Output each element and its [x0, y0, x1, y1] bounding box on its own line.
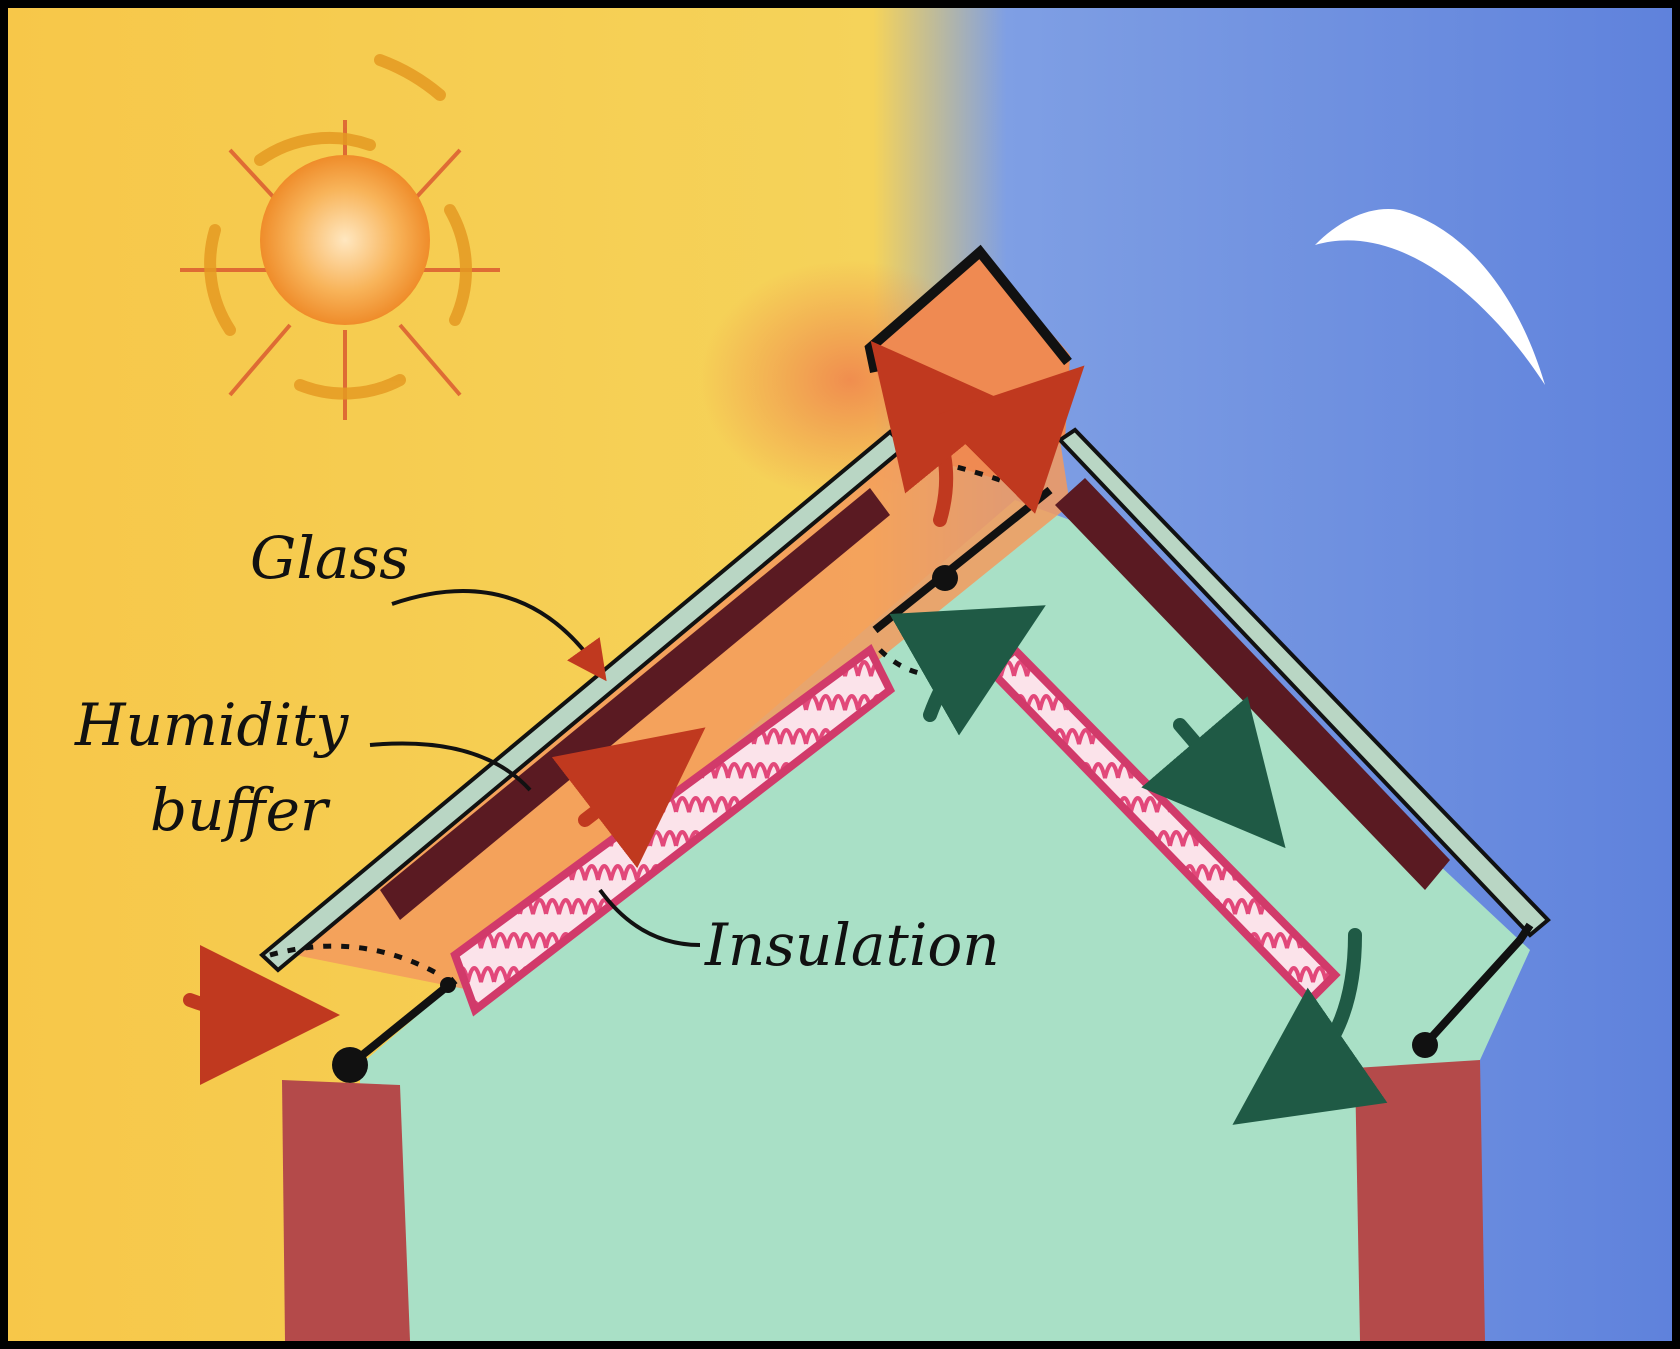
brick-wall-left [282, 1080, 410, 1341]
brick-wall-right [1355, 1060, 1485, 1341]
label-humidity-line2: buffer [150, 776, 331, 844]
label-insulation: Insulation [704, 911, 1000, 979]
label-glass: Glass [250, 524, 409, 592]
label-humidity-line1: Humidity [74, 691, 349, 759]
